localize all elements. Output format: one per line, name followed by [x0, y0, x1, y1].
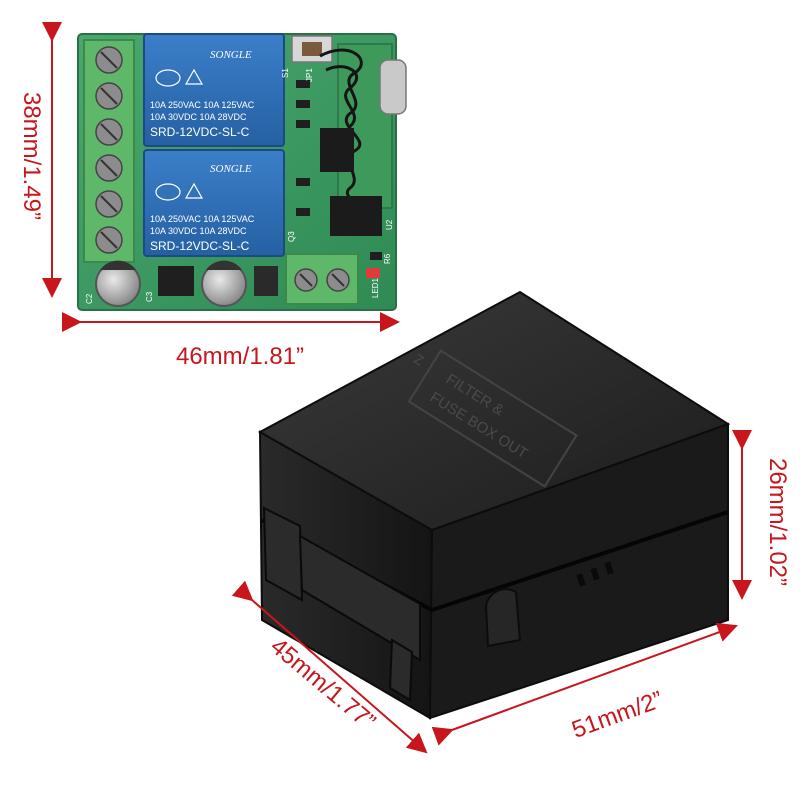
push-button [291, 35, 333, 63]
ic-chip-1 [320, 128, 354, 172]
relay-2-brand: SONGLE [210, 163, 252, 175]
label-u2: U2 [385, 219, 394, 230]
board-dimensions: 38mm/1.49” 46mm/1.81” [18, 22, 400, 370]
label-q3: Q3 [287, 231, 296, 242]
relay-1-rating-2: 10A 30VDC 10A 28VDC [150, 112, 247, 122]
relay-2: SONGLE 10A 250VAC 10A 125VAC 10A 30VDC 1… [143, 149, 285, 257]
capacitor-c2 [95, 260, 141, 307]
box-width-arrow [431, 622, 738, 746]
relay-1-model: SRD-12VDC-SL-C [150, 125, 250, 139]
relay-1-brand: SONGLE [210, 49, 252, 61]
board-width-label: 46mm/1.81” [176, 343, 304, 370]
label-s1: S1 [281, 68, 290, 78]
terminal-block-power [285, 253, 359, 305]
relay-board: SONGLE 10A 250VAC 10A 125VAC 10A 30VDC 1… [77, 33, 407, 311]
led [366, 268, 380, 278]
box-depth-arrow [231, 580, 428, 754]
capacitor-c3 [201, 260, 247, 307]
relay-2-model: SRD-12VDC-SL-C [150, 239, 250, 253]
ic-chip-2 [330, 196, 382, 236]
box-width-label: 51mm/2” [568, 686, 666, 744]
relay-2-rating-1: 10A 250VAC 10A 125VAC [150, 214, 255, 224]
diode [254, 266, 278, 296]
terminal-block-left [83, 39, 135, 263]
box-height-label: 26mm/1.02” [764, 458, 791, 586]
antenna-coil [319, 48, 363, 212]
label-jp1: JP1 [305, 68, 314, 82]
label-c3: C3 [145, 291, 154, 302]
box-top-face [257, 290, 731, 532]
cable-port [484, 588, 522, 648]
relay-1: SONGLE 10A 250VAC 10A 125VAC 10A 30VDC 1… [143, 33, 285, 147]
label-c2: C2 [85, 293, 94, 304]
board-height-label: 38mm/1.49” [18, 92, 45, 220]
relay-2-rating-2: 10A 30VDC 10A 28VDC [150, 226, 247, 236]
regulator [158, 266, 194, 296]
label-led1: LED1 [371, 277, 380, 298]
smd-components [296, 80, 382, 260]
relay-1-rating-1: 10A 250VAC 10A 125VAC [150, 100, 255, 110]
vent-slots [576, 561, 614, 587]
label-r6: R6 [383, 253, 392, 264]
